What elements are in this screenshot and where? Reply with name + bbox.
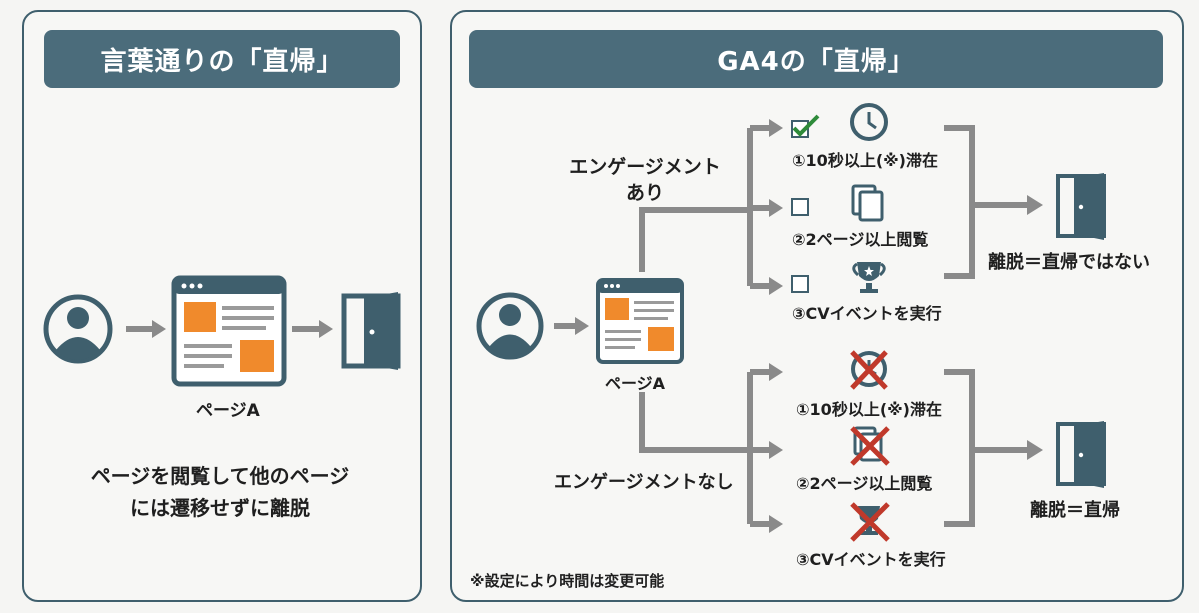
branch-arrow-head	[769, 119, 783, 137]
clock-crossed-icon	[850, 350, 888, 390]
not-engaged-label: エンゲージメントなし	[554, 472, 734, 493]
branch-line-engaged	[639, 207, 750, 272]
result-arrow-head	[1027, 440, 1043, 460]
not-engaged-condition-3: ③CVイベントを実行	[796, 550, 946, 569]
pages-icon	[851, 184, 884, 222]
flow-arrow-head	[319, 320, 333, 338]
engaged-label-line2: あり	[625, 182, 664, 204]
result-bracket-engaged	[944, 125, 975, 279]
webpage-icon	[171, 275, 287, 387]
result-arrow-head	[1027, 195, 1043, 215]
webpage-icon	[596, 278, 684, 364]
footnote: ※設定により時間は変更可能	[470, 572, 665, 590]
page-label-left: ページA	[196, 401, 260, 421]
left-panel-title: 言葉通りの「直帰」	[44, 30, 400, 88]
user-icon	[476, 292, 544, 360]
flow-arrow-head	[575, 317, 589, 335]
engaged-condition-1: ①10秒以上(※)滞在	[792, 151, 938, 170]
trophy-icon	[852, 262, 886, 293]
trophy-crossed-icon	[850, 502, 890, 542]
checkbox-empty-icon	[791, 275, 809, 293]
not-engaged-result: 離脱＝直帰	[1030, 500, 1120, 521]
checkbox-checked-icon	[791, 114, 820, 138]
page-label-right: ページA	[605, 374, 666, 393]
not-engaged-condition-1: ①10秒以上(※)滞在	[796, 400, 942, 419]
not-engaged-condition-2: ②2ページ以上閲覧	[796, 474, 933, 493]
engaged-condition-3: ③CVイベントを実行	[792, 304, 942, 323]
checkbox-empty-icon	[791, 198, 809, 216]
right-panel: GA4の「直帰」	[450, 10, 1184, 602]
left-panel: 言葉通りの「直帰」	[22, 10, 422, 602]
engaged-result: 離脱＝直帰ではない	[988, 252, 1150, 273]
exit-door-icon	[1056, 421, 1106, 488]
engaged-label-line1: エンゲージメント	[569, 156, 721, 178]
exit-door-icon	[1056, 173, 1106, 240]
engaged-condition-2: ②2ページ以上閲覧	[792, 230, 929, 249]
branch-arrow-head	[769, 199, 783, 217]
left-description-line1: ページを閲覧して他のページ	[90, 464, 350, 488]
branch-line-not-engaged	[639, 392, 750, 453]
left-description-line2: には遷移せずに離脱	[130, 496, 310, 520]
branch-arrow-head	[769, 515, 783, 533]
result-bracket-not-engaged	[944, 369, 975, 527]
right-panel-title: GA4の「直帰」	[469, 30, 1163, 88]
pages-crossed-icon	[850, 426, 890, 466]
user-icon	[43, 294, 113, 364]
exit-door-icon	[341, 292, 401, 370]
flow-arrow-head	[152, 320, 166, 338]
branch-arrow-head	[769, 441, 783, 459]
branch-arrow-head	[769, 277, 783, 295]
clock-icon	[850, 103, 888, 141]
branch-arrow-head	[769, 363, 783, 381]
